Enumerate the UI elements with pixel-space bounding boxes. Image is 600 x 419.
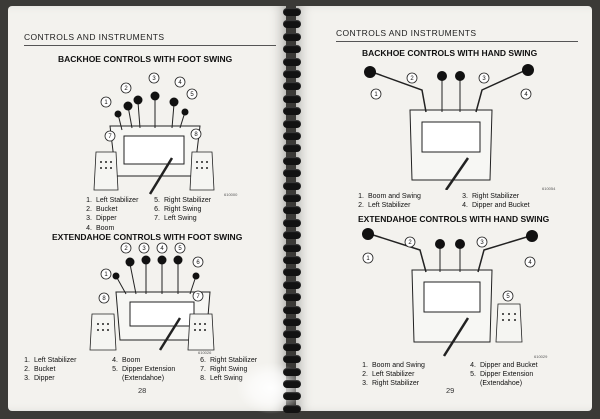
- binding-coil: [283, 206, 301, 215]
- legend-extendahoe-foot-swing-col3: 6.Right Stabilizer 7.Right Swing 8.Left …: [200, 357, 258, 383]
- right-page: CONTROLS AND INSTRUMENTS BACKHOE CONTROL…: [296, 6, 592, 411]
- section-title-extendahoe-foot-swing: EXTENDAHOE CONTROLS WITH FOOT SWING: [52, 232, 243, 242]
- left-page: CONTROLS AND INSTRUMENTS BACKHOE CONTROL…: [8, 6, 286, 411]
- page-number: 29: [446, 386, 455, 395]
- legend-backhoe-foot-swing-col1: 1.Left Stabilizer 2.Bucket 3.Dipper 4.Bo…: [86, 197, 139, 232]
- binding-coil: [283, 8, 301, 16]
- callout-label: 3: [152, 76, 156, 82]
- binding-coil: [283, 107, 301, 116]
- section-title-extendahoe-hand-swing: EXTENDAHOE CONTROLS WITH HAND SWING: [358, 214, 550, 224]
- callout-label: 5: [178, 246, 182, 252]
- binding-coil: [283, 404, 301, 413]
- page-number: 28: [138, 386, 147, 395]
- callout-label: 4: [178, 80, 182, 86]
- binding-coil: [283, 342, 301, 351]
- figure-extendahoe-hand-swing: 1 2 3 4 5: [362, 228, 538, 357]
- callout-label: 3: [480, 240, 484, 246]
- binding-coil: [283, 318, 301, 326]
- binding-coil: [283, 82, 301, 91]
- binding-coil: [283, 57, 301, 66]
- callout-label: 1: [104, 100, 108, 106]
- figure-id: 610029: [534, 354, 548, 359]
- callout-label: 1: [104, 272, 108, 278]
- figure-extendahoe-foot-swing: 1 2 3 4 5 6 7 8: [89, 242, 215, 351]
- binding-coil: [283, 280, 301, 289]
- legend-extendahoe-foot-swing-col2: 4.Boom 5.Dipper Extension (Extendahoe): [112, 357, 176, 383]
- binding-coil: [283, 156, 301, 165]
- callout-label: 2: [408, 240, 412, 246]
- binding-coil: [283, 45, 301, 54]
- binding-coil: [283, 218, 301, 227]
- figure-id: 610054: [542, 186, 556, 191]
- binding-coil: [283, 293, 301, 302]
- binding-coil: [283, 194, 301, 202]
- callout-label: 4: [528, 260, 532, 266]
- figure-backhoe-foot-swing: 1 2 3 4 5 7 8: [93, 72, 215, 195]
- binding-coil: [283, 20, 301, 29]
- callout-label: 8: [102, 296, 106, 302]
- figure-id: 610026: [198, 350, 212, 355]
- header-rule: [336, 41, 578, 42]
- binding-coil: [283, 70, 301, 78]
- callout-label: 3: [142, 246, 146, 252]
- binding-coil: [283, 119, 301, 128]
- section-title-backhoe-foot-swing: BACKHOE CONTROLS WITH FOOT SWING: [58, 54, 233, 64]
- callout-label: 2: [410, 76, 414, 82]
- callout-label: 5: [190, 92, 194, 98]
- binding-coil: [283, 132, 301, 140]
- legend-backhoe-hand-swing-col2: 3.Right Stabilizer 4.Dipper and Bucket: [462, 193, 530, 210]
- figure-backhoe-hand-swing: 1 2 3 4: [364, 64, 534, 190]
- callout-label: 7: [108, 134, 112, 140]
- figure-id: 610000: [224, 192, 238, 197]
- binding-coil: [283, 243, 301, 252]
- spiral-binding: [283, 0, 301, 419]
- callout-label: 2: [124, 86, 128, 92]
- callout-label: 8: [194, 132, 198, 138]
- binding-coil: [283, 355, 301, 364]
- binding-coil: [283, 169, 301, 178]
- callout-label: 1: [374, 92, 378, 98]
- binding-coil: [283, 268, 301, 277]
- callout-label: 7: [196, 294, 200, 300]
- legend-backhoe-foot-swing-col2: 5.Right Stabilizer 6.Right Swing 7.Left …: [154, 197, 212, 223]
- section-title-backhoe-hand-swing: BACKHOE CONTROLS WITH HAND SWING: [362, 48, 538, 58]
- legend-extendahoe-foot-swing-col1: 1.Left Stabilizer 2.Bucket 3.Dipper: [24, 357, 77, 383]
- binding-coil: [283, 94, 301, 103]
- left-page-header: CONTROLS AND INSTRUMENTS: [24, 32, 165, 42]
- binding-coil: [283, 380, 301, 388]
- binding-coil: [283, 392, 301, 401]
- legend-extendahoe-hand-swing-col1: 1.Boom and Swing 2.Left Stabilizer 3.Rig…: [362, 362, 425, 388]
- callout-label: 3: [482, 76, 486, 82]
- callout-label: 6: [196, 260, 200, 266]
- callout-label: 1: [366, 256, 370, 262]
- right-page-header: CONTROLS AND INSTRUMENTS: [336, 28, 477, 38]
- legend-backhoe-hand-swing-col1: 1.Boom and Swing 2.Left Stabilizer: [358, 193, 421, 210]
- header-rule: [24, 45, 276, 46]
- binding-coil: [283, 367, 301, 376]
- callout-label: 5: [506, 294, 510, 300]
- callout-label: 2: [124, 246, 128, 252]
- binding-coil: [283, 181, 301, 190]
- callout-label: 4: [524, 92, 528, 98]
- binding-coil: [283, 305, 301, 314]
- binding-coil: [283, 330, 301, 339]
- legend-extendahoe-hand-swing-col2: 4.Dipper and Bucket 5.Dipper Extension (…: [470, 362, 538, 388]
- binding-coil: [283, 231, 301, 240]
- binding-coil: [283, 144, 301, 153]
- callout-label: 4: [160, 246, 164, 252]
- binding-coil: [283, 256, 301, 264]
- binding-coil: [283, 32, 301, 41]
